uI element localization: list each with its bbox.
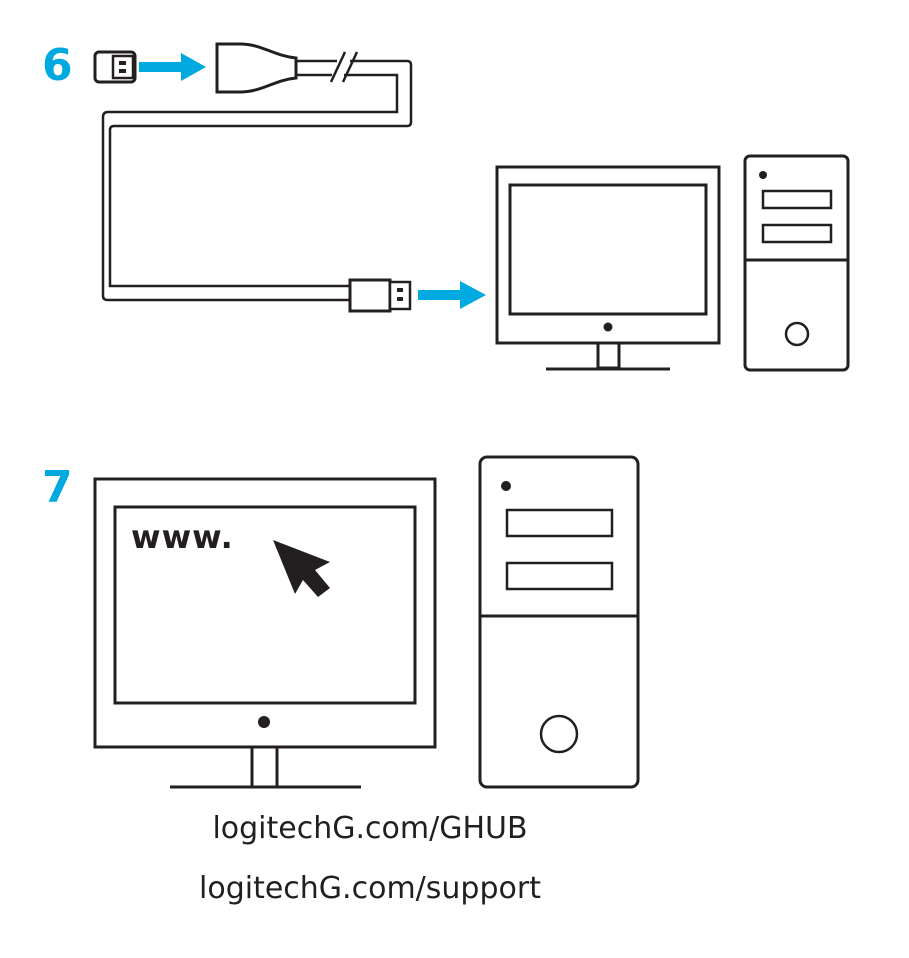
support-link[interactable]: logitechG.com/support (199, 871, 541, 906)
extension-adapter-icon (215, 42, 298, 94)
monitor-icon (495, 165, 721, 371)
pc-tower-icon (743, 154, 850, 372)
usb-receiver-icon (93, 50, 137, 84)
mouse-cursor-icon (273, 540, 330, 597)
step-6-number: 6 (42, 40, 73, 91)
pc-tower-icon (478, 455, 640, 789)
ghub-link[interactable]: logitechG.com/GHUB (212, 811, 528, 846)
arrow-right-icon (418, 281, 486, 309)
usb-plug-icon (348, 278, 412, 313)
arrow-right-icon (139, 53, 206, 81)
extension-cable (101, 51, 413, 302)
step-7-number: 7 (42, 462, 73, 513)
monitor-icon (93, 477, 437, 789)
browser-url-text: www. (131, 518, 234, 556)
